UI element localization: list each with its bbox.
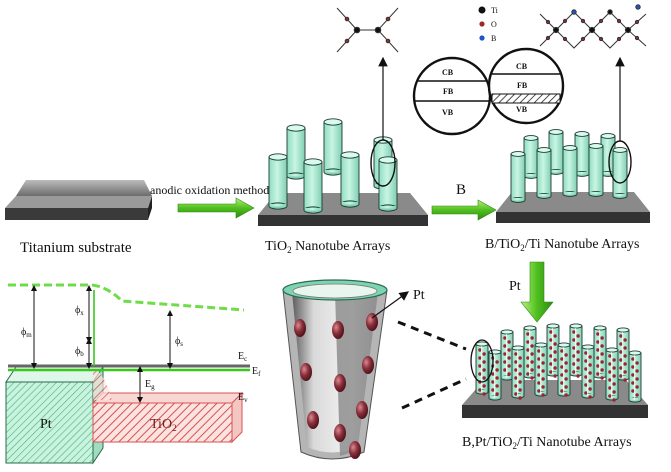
nanotube (569, 323, 583, 378)
legend-o: O (491, 20, 497, 29)
nanotube (562, 145, 578, 197)
nanotube (510, 151, 526, 203)
legend-b: B (491, 34, 496, 43)
pt-nanoparticle (366, 313, 378, 331)
tio2-nanotube-array (258, 118, 428, 226)
pt-nanoparticle (349, 441, 361, 459)
nanotube (593, 325, 607, 380)
label-pt-block: Pt (40, 417, 52, 432)
caption-final-arrays: B,Pt/TiO2/Ti Nanotube Arrays (462, 435, 632, 451)
label-e-c: Ec (238, 351, 247, 363)
nanotube (581, 344, 595, 399)
pt-nanoparticle (294, 319, 306, 337)
zoomed-nanotube (282, 279, 388, 460)
nanotube (475, 341, 489, 396)
nanotube (268, 153, 288, 210)
pt-nanoparticle (362, 356, 374, 374)
nanotube (523, 135, 539, 179)
pt-nanoparticle (356, 401, 368, 419)
legend-ti: Ti (491, 6, 499, 15)
nanotube (286, 124, 306, 180)
nanotube (303, 158, 323, 214)
label-pt-step: Pt (509, 279, 521, 294)
atom-legend (478, 6, 486, 41)
label-e-v: Ev (238, 392, 248, 404)
label-phi-s: ϕs (175, 336, 183, 348)
pt-nanoparticle (300, 363, 312, 381)
label-phi-b: ϕb (75, 346, 84, 358)
nanotube (588, 143, 604, 197)
band-circle-undoped (412, 56, 492, 136)
zoom-dashes (397, 320, 467, 410)
label-e-f: Ef (252, 366, 261, 378)
nanotube (500, 329, 514, 381)
b-tio2-nanotube-array (496, 129, 650, 223)
nanotube (616, 327, 630, 382)
label-phi-m: ϕm (21, 327, 32, 339)
caption-b-tio2-arrays: B/TiO2/Ti Nanotube Arrays (485, 237, 639, 253)
nanotube (323, 118, 343, 176)
nanotube (605, 347, 619, 402)
circle1-cb: CB (442, 68, 454, 77)
pt-nanoparticle (334, 374, 346, 392)
nanotube (548, 129, 564, 175)
pt-nanoparticle (307, 411, 319, 429)
nanotube (488, 349, 502, 401)
circle1-fb: FB (443, 87, 454, 96)
label-phi-x: ϕx (75, 305, 84, 317)
lattice-doped (539, 4, 647, 49)
nanotube (628, 350, 642, 403)
pt-nanoparticle (332, 321, 344, 339)
band-circle-doped (487, 47, 565, 125)
label-anodic-method: anodic oxidation method (150, 183, 269, 197)
label-b-step: B (456, 182, 466, 198)
caption-titanium-substrate: Titanium substrate (20, 240, 132, 256)
label-tio2-block: TiO2 (150, 417, 177, 433)
pt-nanoparticle (334, 424, 346, 442)
circle2-cb: CB (516, 62, 528, 71)
nanotube (523, 325, 537, 380)
anodic-arrow (177, 197, 255, 219)
band-diagram (5, 283, 250, 465)
pt-pointer-line (371, 291, 409, 319)
nanotube (340, 151, 360, 208)
label-pt-pointer: Pt (413, 288, 425, 303)
nanotube (557, 342, 571, 397)
titanium-substrate (5, 180, 152, 220)
lattice-undoped (336, 7, 399, 53)
caption-tio2-arrays: TiO2 Nanotube Arrays (265, 239, 390, 255)
nanotube (536, 147, 552, 199)
highlight-circle-left (370, 56, 396, 187)
boron-arrow (431, 199, 497, 221)
label-e-g: Eg (145, 379, 155, 391)
b-pt-tio2-nanotube-array (462, 323, 648, 418)
circle2-vb: VB (516, 105, 528, 114)
nanotube (534, 342, 548, 397)
nanotube (511, 345, 525, 400)
highlight-circle-right (608, 56, 632, 184)
circle1-vb: VB (442, 108, 454, 117)
pt-arrow (520, 261, 554, 323)
nanotube (546, 323, 560, 378)
nanotube (612, 147, 628, 199)
circle2-fb: FB (517, 81, 528, 90)
